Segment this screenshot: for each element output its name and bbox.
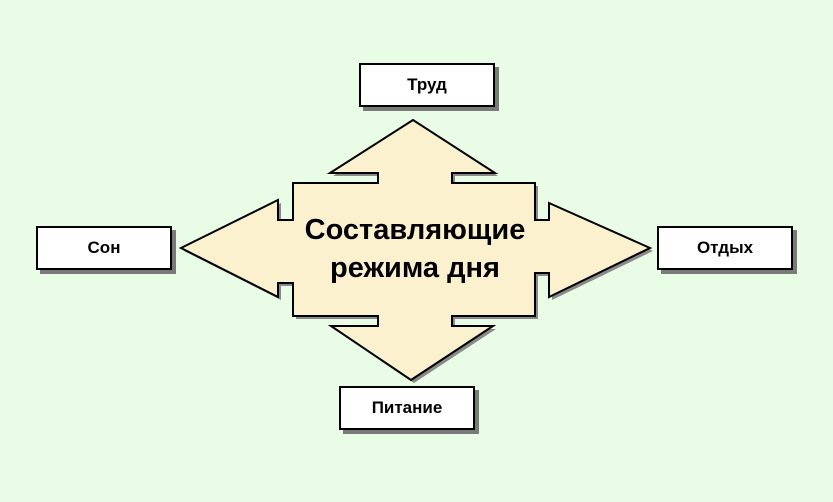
center-title-line-2: режима дня <box>330 252 500 284</box>
node-rest-label: Отдых <box>696 238 754 257</box>
node-work-label: Труд <box>407 75 447 94</box>
node-sleep: Сон <box>36 226 172 270</box>
center-title: Составляющие режима дня <box>270 211 560 287</box>
four-way-arrow-body <box>178 118 653 382</box>
node-nutrition-label: Питание <box>371 398 443 417</box>
center-title-line-1: Составляющие <box>304 214 526 246</box>
node-work: Труд <box>359 63 495 107</box>
node-rest: Отдых <box>657 226 793 270</box>
node-sleep-label: Сон <box>87 238 121 257</box>
node-nutrition: Питание <box>339 386 475 430</box>
